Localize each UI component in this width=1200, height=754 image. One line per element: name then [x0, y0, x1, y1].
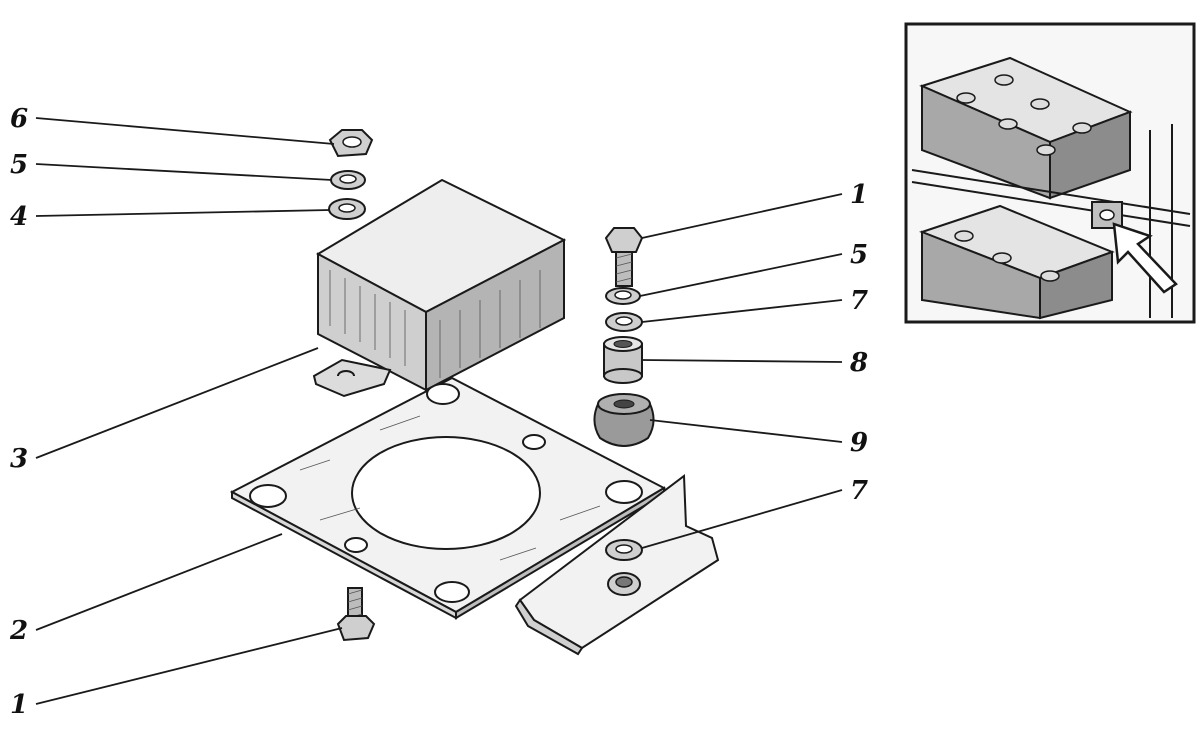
- leader-lines: [35, 117, 843, 705]
- rubber-bushing-9: [593, 393, 655, 447]
- callout-9: 9: [850, 428, 868, 458]
- flat-washer-4: [328, 198, 366, 220]
- callout-5-left: 5: [10, 150, 28, 180]
- callout-labels: 6 5 4 3 2 1 1 5 7 8 9 7: [9, 104, 868, 720]
- mounting-bracket: [514, 474, 720, 656]
- callout-1-bottom: 1: [10, 690, 28, 720]
- location-inset: [904, 22, 1196, 324]
- spring-washer-5-right: [605, 287, 641, 305]
- callout-7-bottom: 7: [850, 476, 868, 506]
- bolt-1-bottom: [336, 587, 376, 642]
- callout-2: 2: [9, 616, 28, 646]
- spacer-sleeve-8: [603, 336, 643, 384]
- relay-box: [312, 178, 567, 398]
- callout-3: 3: [10, 444, 28, 474]
- callout-6: 6: [10, 104, 28, 134]
- spring-washer-5-left: [330, 170, 366, 190]
- hex-nut-6: [328, 129, 374, 158]
- bolt-1-top: [604, 227, 644, 287]
- callout-4: 4: [10, 202, 28, 232]
- callout-5-right: 5: [850, 240, 868, 270]
- gasket-plate: [229, 376, 667, 620]
- flat-washer-7-top: [605, 312, 643, 332]
- callout-7-top: 7: [850, 286, 868, 316]
- callout-1-top: 1: [850, 180, 868, 210]
- flat-washer-7-bottom: [605, 539, 643, 561]
- callout-8: 8: [849, 348, 868, 378]
